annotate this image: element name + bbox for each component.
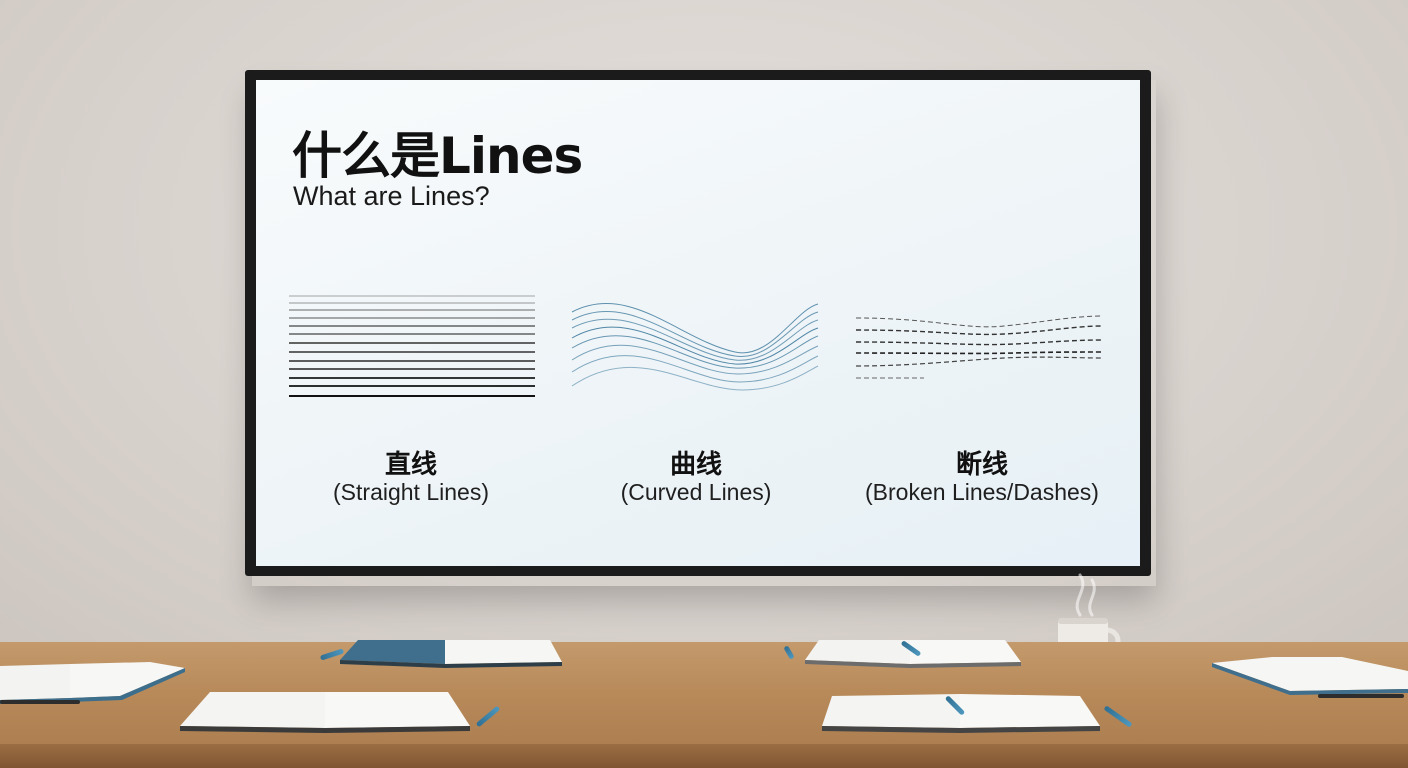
open-notebook: [805, 640, 1021, 668]
panel-label-straight-zh: 直线: [384, 450, 437, 480]
panel-label-straight-en: (Straight Lines): [333, 479, 489, 505]
open-notebook: [1212, 657, 1408, 695]
panel-label-broken-zh: 断线: [955, 450, 1008, 480]
curved-lines-illustration: [571, 302, 819, 391]
table-edge: [0, 744, 1408, 768]
open-notebook: [180, 692, 470, 733]
slide-subtitle: What are Lines?: [293, 181, 490, 211]
pen: [1318, 694, 1404, 698]
panel-label-curved-zh: 曲线: [669, 450, 722, 480]
open-notebook: [822, 694, 1100, 733]
straight-lines-illustration: [289, 295, 535, 397]
slide-title: 什么是Lines: [292, 127, 583, 185]
panel-label-broken-en: (Broken Lines/Dashes): [865, 479, 1099, 505]
presentation-slide: 什么是Lines What are Lines?: [256, 80, 1140, 566]
open-notebook: [340, 640, 562, 668]
broken-lines-illustration: [855, 315, 1103, 379]
open-notebook: [0, 662, 185, 704]
pen: [0, 700, 80, 704]
panel-label-curved-en: (Curved Lines): [620, 479, 772, 505]
